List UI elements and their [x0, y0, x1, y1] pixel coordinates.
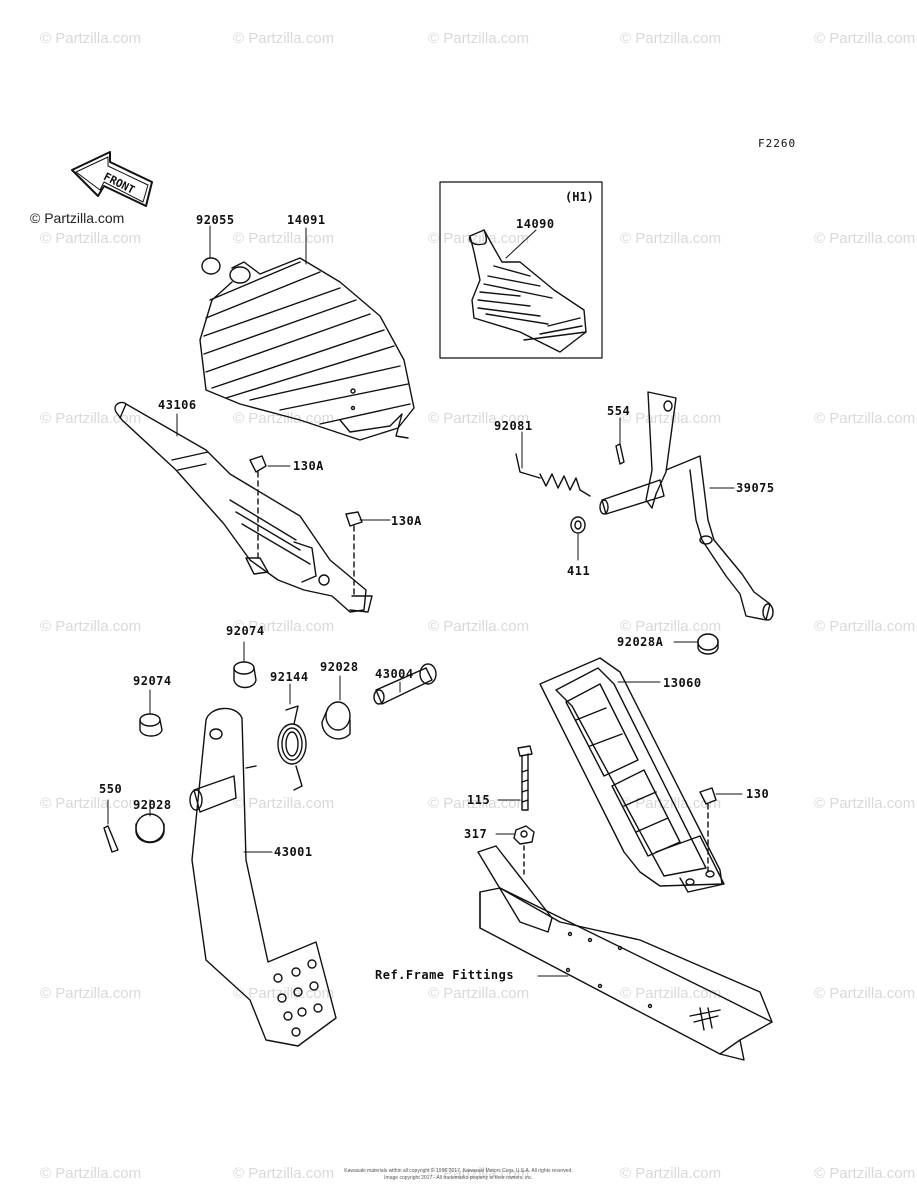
bushing-92028-upper-drawing	[321, 701, 351, 740]
copyright-text: © Partzilla.com	[30, 210, 125, 226]
part-label-43001[interactable]: 43001	[274, 845, 313, 859]
cap-92074-lower-drawing	[139, 713, 163, 737]
spring-92144-drawing	[277, 705, 307, 791]
part-label-92028-lower[interactable]: 92028	[133, 798, 172, 812]
bolt-115-drawing	[517, 745, 533, 811]
bolt-130a-lower-drawing	[345, 511, 363, 599]
footer-line-1: Kawasaki materials within all copyright …	[344, 1168, 573, 1174]
front-arrow-icon: FRONT	[71, 151, 153, 207]
part-label-411[interactable]: 411	[567, 564, 591, 578]
footer-line-2: Image copyright 2017 - All trademarks pr…	[384, 1175, 533, 1181]
part-label-550[interactable]: 550	[99, 782, 123, 796]
part-label-92074-lower[interactable]: 92074	[133, 674, 172, 688]
shaft-39075-drawing	[599, 391, 774, 621]
bolt-130a-upper-drawing	[249, 455, 267, 563]
pin-554-drawing	[615, 443, 625, 465]
part-label-92144[interactable]: 92144	[270, 670, 309, 684]
part-label-43004[interactable]: 43004	[375, 667, 414, 681]
cap-92074-upper-drawing	[233, 661, 257, 689]
bushing-92028a-drawing	[697, 633, 719, 655]
washer-411-drawing	[570, 516, 586, 534]
pin-550-drawing	[103, 825, 119, 853]
frame-fitting-drawing	[477, 845, 773, 1061]
inset-frame	[439, 181, 603, 359]
part-label-92028-upper[interactable]: 92028	[320, 660, 359, 674]
part-label-92074-upper[interactable]: 92074	[226, 624, 265, 638]
part-label-130a-lower[interactable]: 130A	[391, 514, 422, 528]
part-label-115[interactable]: 115	[467, 793, 491, 807]
part-label-92055[interactable]: 92055	[196, 213, 235, 227]
pedal-13060-drawing	[539, 657, 725, 893]
part-label-130a-upper[interactable]: 130A	[293, 459, 324, 473]
part-label-130[interactable]: 130	[746, 787, 770, 801]
pedal-43001-drawing	[189, 707, 337, 1047]
part-label-43106[interactable]: 43106	[158, 398, 197, 412]
part-label-13060[interactable]: 13060	[663, 676, 702, 690]
oring-92055-drawing	[201, 257, 221, 275]
pin-43004-drawing	[373, 663, 437, 705]
boot-14091-drawing	[199, 257, 415, 441]
leader-lines	[107, 225, 743, 977]
bushing-92028-lower-drawing	[135, 813, 165, 844]
lever-43106-drawing	[114, 401, 373, 613]
boot-14090-drawing	[468, 229, 587, 353]
part-label-554[interactable]: 554	[607, 404, 631, 418]
part-label-317[interactable]: 317	[464, 827, 488, 841]
bolt-130-drawing	[699, 787, 717, 805]
spring-92081-drawing	[515, 453, 591, 497]
pedal-holes	[273, 959, 323, 1037]
part-label-92081[interactable]: 92081	[494, 419, 533, 433]
part-label-39075[interactable]: 39075	[736, 481, 775, 495]
figure-code: F2260	[758, 137, 797, 150]
nut-317-drawing	[513, 825, 535, 845]
ref-frame-fittings-label[interactable]: Ref.Frame Fittings	[375, 968, 515, 982]
part-label-14091[interactable]: 14091	[287, 213, 326, 227]
inset-label: (H1)	[565, 190, 594, 204]
part-label-92028a[interactable]: 92028A	[617, 635, 664, 649]
part-label-14090[interactable]: 14090	[516, 217, 555, 231]
